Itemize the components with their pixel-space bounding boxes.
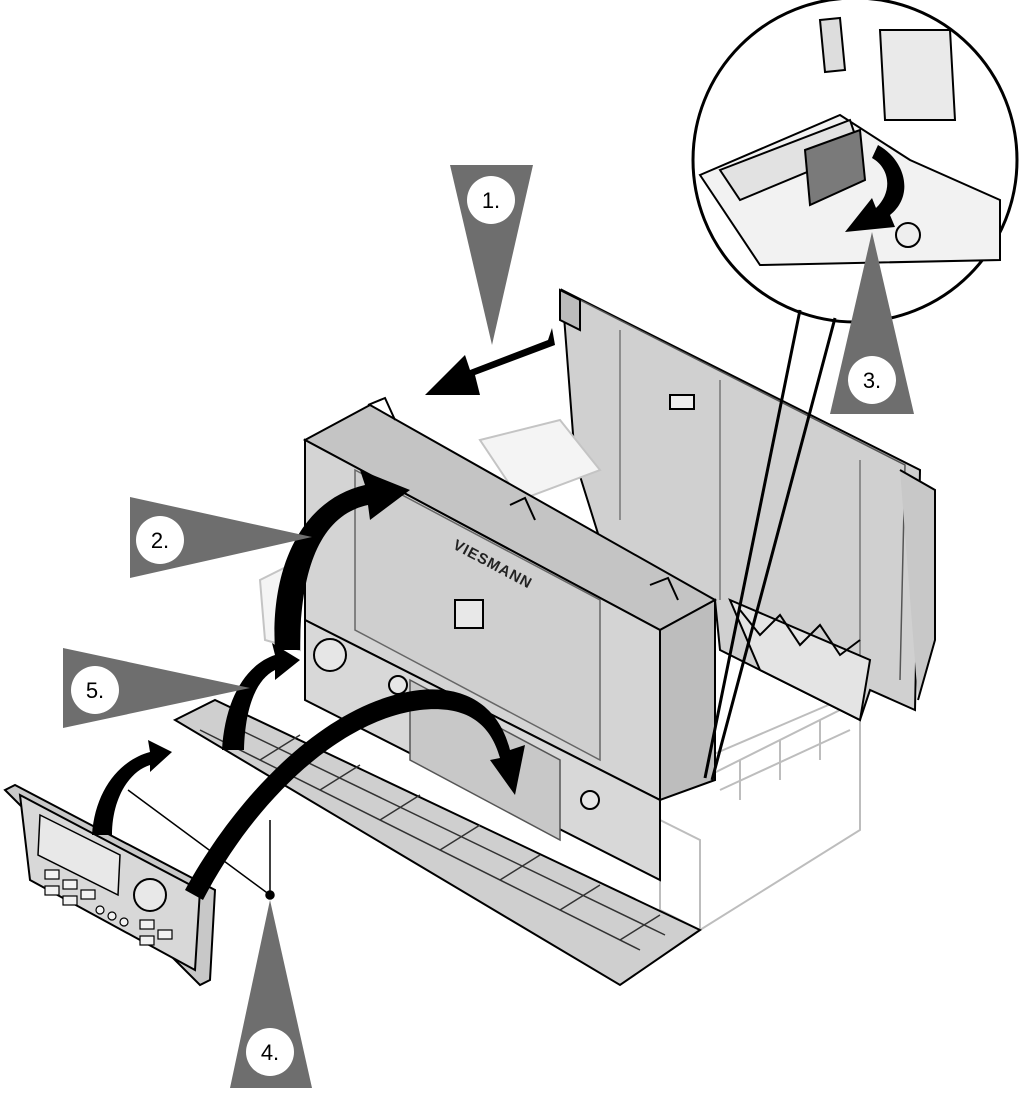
hinged-front-cover <box>172 698 702 987</box>
step-label-1: 1. <box>482 188 500 213</box>
arrow-step-4 <box>185 689 525 900</box>
step-label-3: 3. <box>863 368 881 393</box>
arrow-step-1 <box>425 328 555 395</box>
arrow-step-5 <box>222 643 300 750</box>
motion-arrows <box>92 328 555 900</box>
rear-housing-panel <box>559 288 936 722</box>
callout-leader-4 <box>127 789 275 900</box>
arrow-programming-unit <box>92 740 172 835</box>
step-pointer-5: 5. <box>63 648 250 728</box>
front-control-housing <box>302 396 718 882</box>
programming-unit-panel <box>3 783 217 987</box>
step-pointer-4: 4. <box>230 900 312 1088</box>
arrow-step-2 <box>274 470 410 650</box>
step-label-5: 5. <box>86 678 104 703</box>
step-pointer-1: 1. <box>450 165 533 345</box>
step-pointer-2: 2. <box>130 497 312 578</box>
step-label-4: 4. <box>261 1040 279 1065</box>
arrow-step-3 <box>845 145 905 232</box>
boiler-base-unit <box>659 698 861 932</box>
zoom-detail-circle <box>691 0 1019 781</box>
step-label-2: 2. <box>151 528 169 553</box>
step-pointer-3: 3. <box>830 232 914 414</box>
